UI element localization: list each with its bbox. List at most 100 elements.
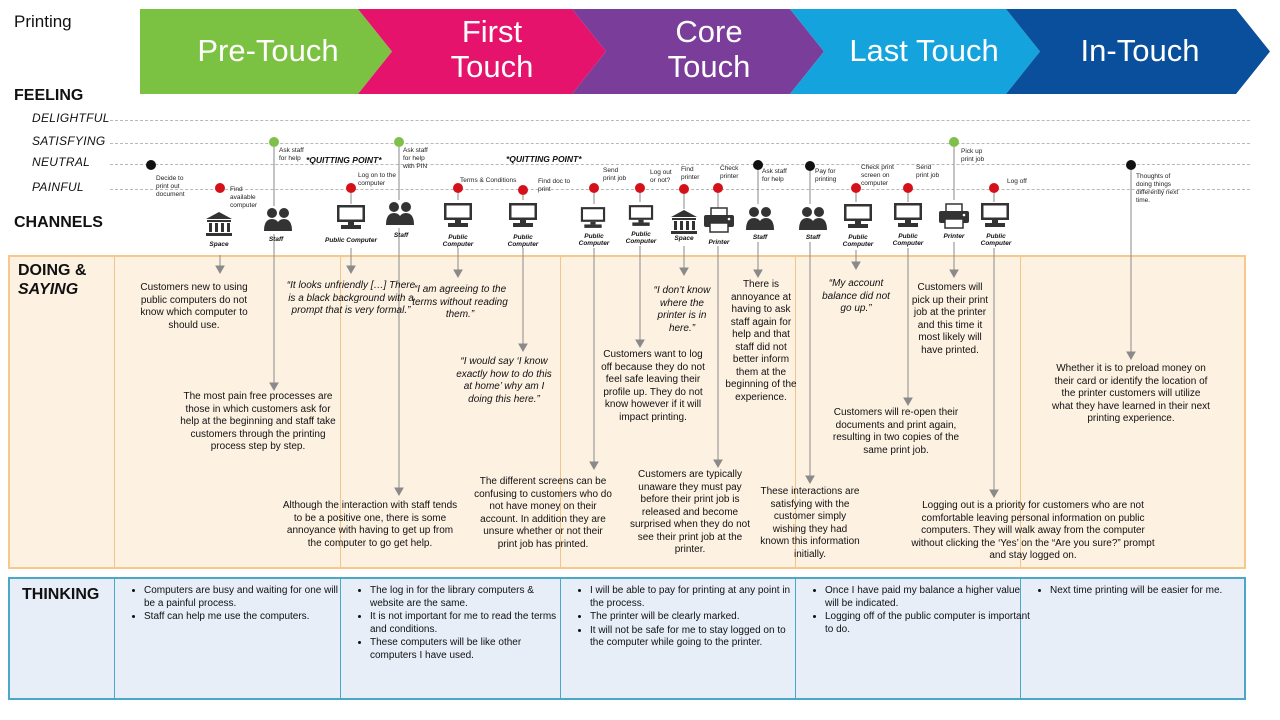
svg-text:Touch: Touch bbox=[668, 49, 751, 84]
grid-line bbox=[110, 164, 1250, 165]
step-label: Pick up print job bbox=[961, 148, 985, 163]
step-label: Decide to print out document bbox=[156, 175, 185, 198]
svg-text:Touch: Touch bbox=[451, 49, 534, 84]
column-divider bbox=[795, 257, 796, 567]
feeling-dot bbox=[518, 185, 528, 195]
channel-label: Staff bbox=[805, 234, 821, 241]
computer-icon bbox=[981, 203, 1009, 227]
step-label: Log out or not? bbox=[650, 169, 672, 184]
feeling-level-satisfying: SATISFYING bbox=[32, 134, 106, 148]
thinking-item: It is not important for me to read the t… bbox=[370, 611, 566, 636]
saying-quote: “I am agreeing to the terms without read… bbox=[412, 284, 508, 320]
thinking-item: Computers are busy and waiting for one w… bbox=[144, 585, 340, 610]
channel-label: Staff bbox=[752, 234, 768, 241]
doing-saying-section: DOING & SAYING bbox=[8, 255, 1246, 569]
saying-quote: “My account balance did not go up.” bbox=[822, 278, 890, 314]
feeling-dot bbox=[589, 183, 599, 193]
step-label: Send print job bbox=[603, 167, 627, 182]
column-divider bbox=[340, 579, 341, 698]
svg-text:Last Touch: Last Touch bbox=[849, 33, 998, 68]
channel-label: Public Computer bbox=[578, 233, 610, 247]
channel-label: Public Computer bbox=[892, 233, 924, 247]
column-divider bbox=[560, 257, 561, 567]
channel-label: Public Computer bbox=[442, 234, 474, 248]
feeling-dot bbox=[635, 183, 645, 193]
phase-label: Pre-Touch bbox=[197, 33, 338, 68]
thinking-item: Logging off of the public computer is im… bbox=[825, 611, 1030, 636]
column-divider bbox=[340, 257, 341, 567]
row-label-saying: SAYING bbox=[18, 281, 79, 298]
column-divider bbox=[1020, 579, 1021, 698]
doing-note: There is annoyance at having to ask staf… bbox=[725, 279, 797, 403]
step-label: Ask staff for help bbox=[279, 147, 304, 162]
doing-note: These interactions are satisfying with t… bbox=[760, 486, 860, 560]
phase-arrow bbox=[790, 9, 1040, 94]
people-icon bbox=[264, 208, 292, 231]
phase-arrow bbox=[1006, 9, 1270, 94]
feeling-dot bbox=[346, 183, 356, 193]
row-label-thinking: THINKING bbox=[22, 586, 100, 603]
quitting-point-label: *QUITTING POINT* bbox=[306, 155, 382, 165]
step-label: Log off bbox=[1007, 178, 1027, 185]
feeling-dot bbox=[949, 137, 959, 147]
thinking-item: These computers will be like other compu… bbox=[370, 637, 566, 662]
saying-quote: “I would say ‘I know exactly how to do t… bbox=[456, 356, 552, 405]
column-divider bbox=[114, 257, 115, 567]
thinking-item: I will be able to pay for printing at an… bbox=[590, 585, 800, 610]
printer-icon bbox=[939, 203, 969, 229]
doing-note: Whether it is to preload money on their … bbox=[1052, 363, 1210, 424]
feeling-dot bbox=[989, 183, 999, 193]
phase-label: First bbox=[462, 14, 523, 49]
channel-label: Staff bbox=[393, 232, 409, 239]
computer-icon bbox=[628, 205, 654, 226]
feeling-level-painful: PAINFUL bbox=[32, 180, 84, 194]
feeling-dot bbox=[753, 160, 763, 170]
thinking-item: The log in for the library computers & w… bbox=[370, 585, 566, 610]
column-divider bbox=[1020, 257, 1021, 567]
doing-note: Customers want to log off because they d… bbox=[601, 349, 705, 423]
channel-label: Public Computer bbox=[980, 233, 1012, 247]
row-label-doing: DOING & bbox=[18, 262, 87, 279]
saying-quote: “It looks unfriendly […] There is a blac… bbox=[286, 280, 416, 316]
step-label: Log on to the computer bbox=[358, 172, 396, 187]
printer-icon bbox=[704, 207, 734, 233]
svg-text:In-Touch: In-Touch bbox=[1081, 33, 1200, 68]
phase-arrow bbox=[572, 9, 824, 94]
grid-line bbox=[110, 143, 1250, 144]
doing-note: The different screens can be confusing t… bbox=[474, 476, 612, 550]
computer-icon bbox=[444, 203, 472, 227]
channel-label: Space bbox=[674, 235, 694, 242]
computer-icon bbox=[580, 207, 606, 228]
channel-label: Public Computer bbox=[507, 234, 539, 248]
step-label: Terms & Conditions bbox=[460, 177, 517, 184]
thinking-item: It will not be safe for me to stay logge… bbox=[590, 625, 800, 650]
feeling-dot bbox=[215, 183, 225, 193]
page-title: Printing bbox=[14, 12, 72, 31]
doing-note: Customers new to using public computers … bbox=[140, 282, 248, 331]
feeling-dot bbox=[679, 184, 689, 194]
doing-note: Customers will re-open their documents a… bbox=[832, 407, 960, 456]
thinking-item: Once I have paid my balance a higher val… bbox=[825, 585, 1030, 610]
row-label-feeling: FEELING bbox=[14, 87, 84, 104]
channel-label: Printer bbox=[943, 233, 965, 240]
step-label: Pay for printing bbox=[815, 168, 837, 183]
feeling-level-neutral: NEUTRAL bbox=[32, 155, 91, 169]
doing-note: The most pain free processes are those i… bbox=[180, 391, 336, 452]
channel-label: Space bbox=[209, 241, 229, 248]
phase-arrow bbox=[358, 9, 606, 94]
people-icon bbox=[386, 202, 414, 225]
feeling-dot bbox=[269, 137, 279, 147]
column-divider bbox=[114, 579, 115, 698]
feeling-dot bbox=[146, 160, 156, 170]
phase-arrow bbox=[140, 9, 392, 94]
feeling-level-delightful: DELIGHTFUL bbox=[32, 111, 110, 125]
step-label: Check print screen on computer bbox=[861, 164, 894, 187]
channel-label: Printer bbox=[708, 239, 730, 246]
channel-label: Public Computer bbox=[842, 234, 874, 248]
thinking-list: Computers are busy and waiting for one w… bbox=[122, 585, 340, 625]
computer-icon bbox=[844, 204, 872, 228]
thinking-section: THINKING Computers are busy and waiting … bbox=[8, 577, 1246, 700]
phase-label: Touch bbox=[668, 49, 751, 84]
people-icon bbox=[799, 207, 827, 230]
feeling-dot bbox=[851, 183, 861, 193]
